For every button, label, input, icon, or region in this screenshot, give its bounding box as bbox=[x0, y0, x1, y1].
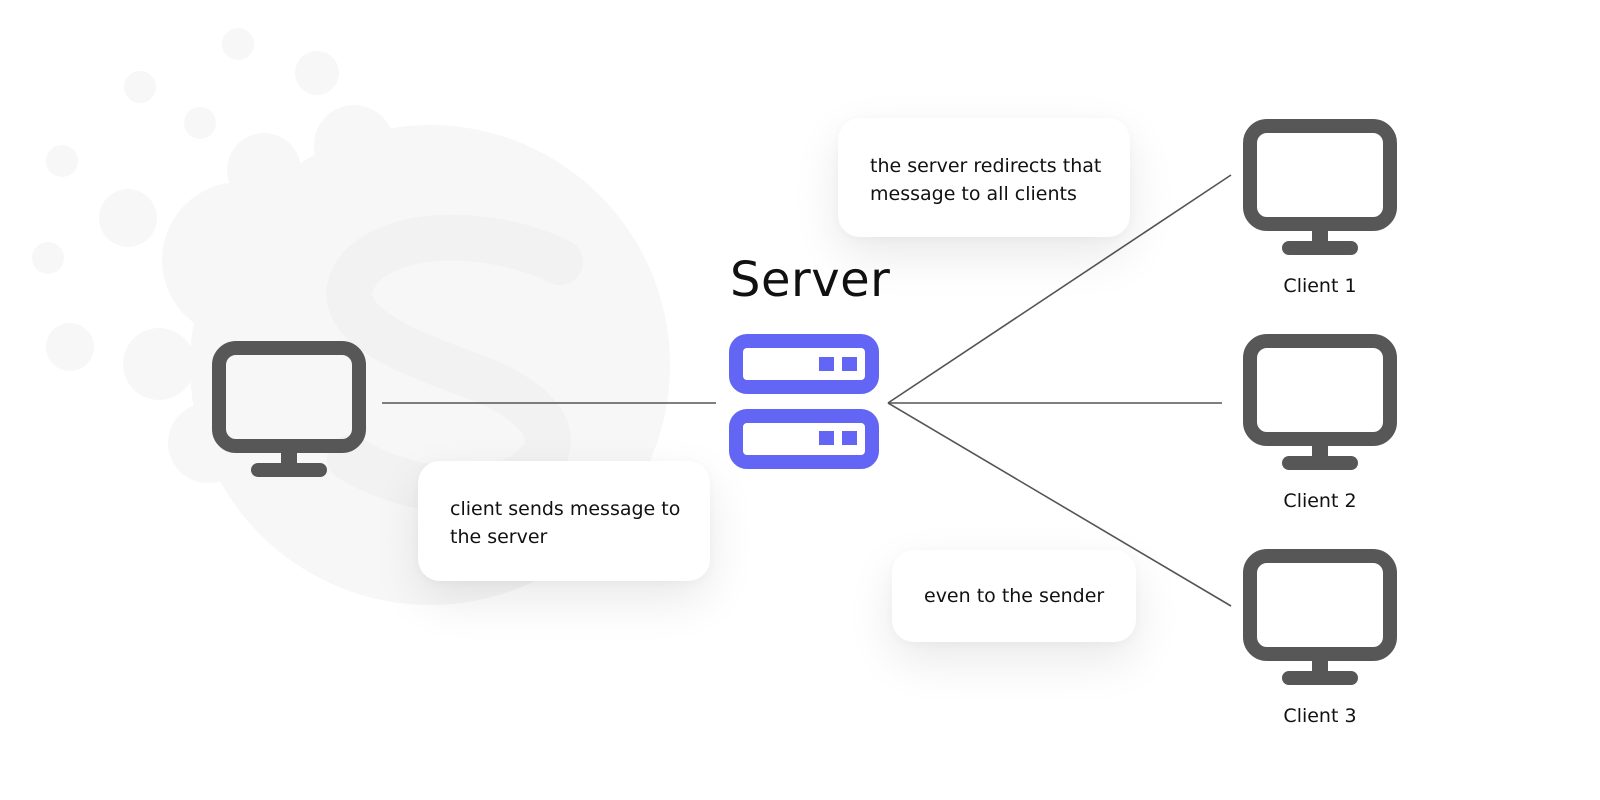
server-title: Server bbox=[730, 252, 891, 308]
callout-client-sends: client sends message to the server bbox=[418, 461, 710, 581]
client-3-monitor-icon bbox=[1242, 548, 1398, 688]
client-3-label: Client 3 bbox=[1283, 705, 1357, 727]
server-rack-icon bbox=[729, 334, 879, 470]
callout-server-redirects: the server redirects that message to all… bbox=[838, 118, 1130, 237]
callout-even-sender: even to the sender bbox=[892, 550, 1136, 642]
server-to-client-3-line bbox=[887, 402, 1232, 607]
sender-monitor-icon bbox=[211, 340, 367, 480]
client-2-monitor-icon bbox=[1242, 333, 1398, 473]
client-1-label: Client 1 bbox=[1283, 275, 1357, 297]
client-1-monitor-icon bbox=[1242, 118, 1398, 258]
server-to-client-1-line bbox=[887, 174, 1232, 404]
client-2-label: Client 2 bbox=[1283, 490, 1357, 512]
